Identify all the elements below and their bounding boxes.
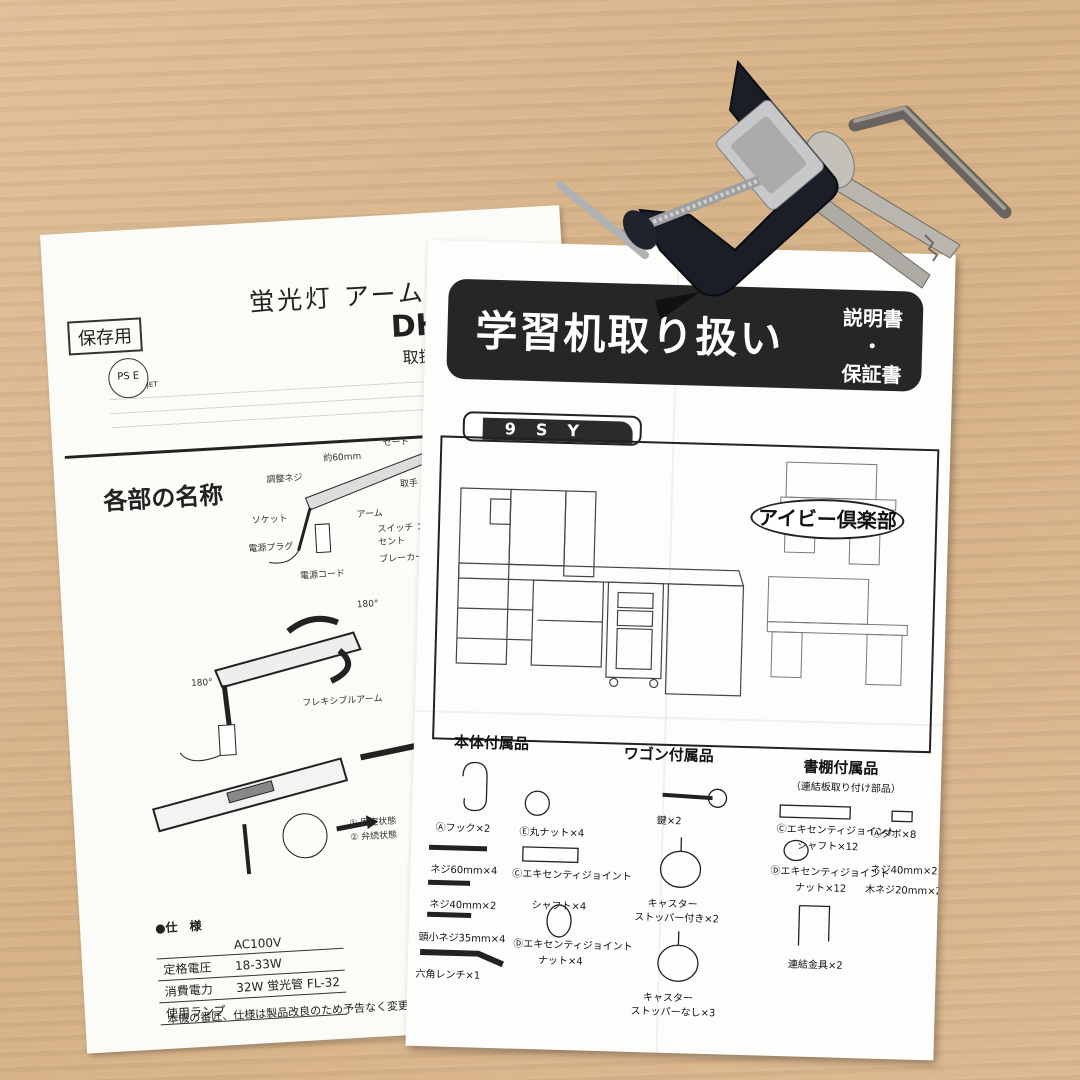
keys-icon (805, 131, 961, 289)
lamp-diagrams (152, 452, 441, 875)
desk-manual-sheet: 学習机取り扱い 説明書 ・ 保証書 9SY (405, 240, 956, 1061)
desk-illustration (455, 461, 908, 697)
desk-illustration-frame (432, 435, 940, 754)
desk-clamp-icon (556, 59, 839, 320)
hex-wrench-icon (848, 105, 1012, 219)
accessory-drawings (420, 761, 913, 982)
lamp-manual-sheet: 保存用 PS E JET 蛍光灯 アーム DH 取扱 各部の名称 約60mm セ… (40, 205, 607, 1054)
